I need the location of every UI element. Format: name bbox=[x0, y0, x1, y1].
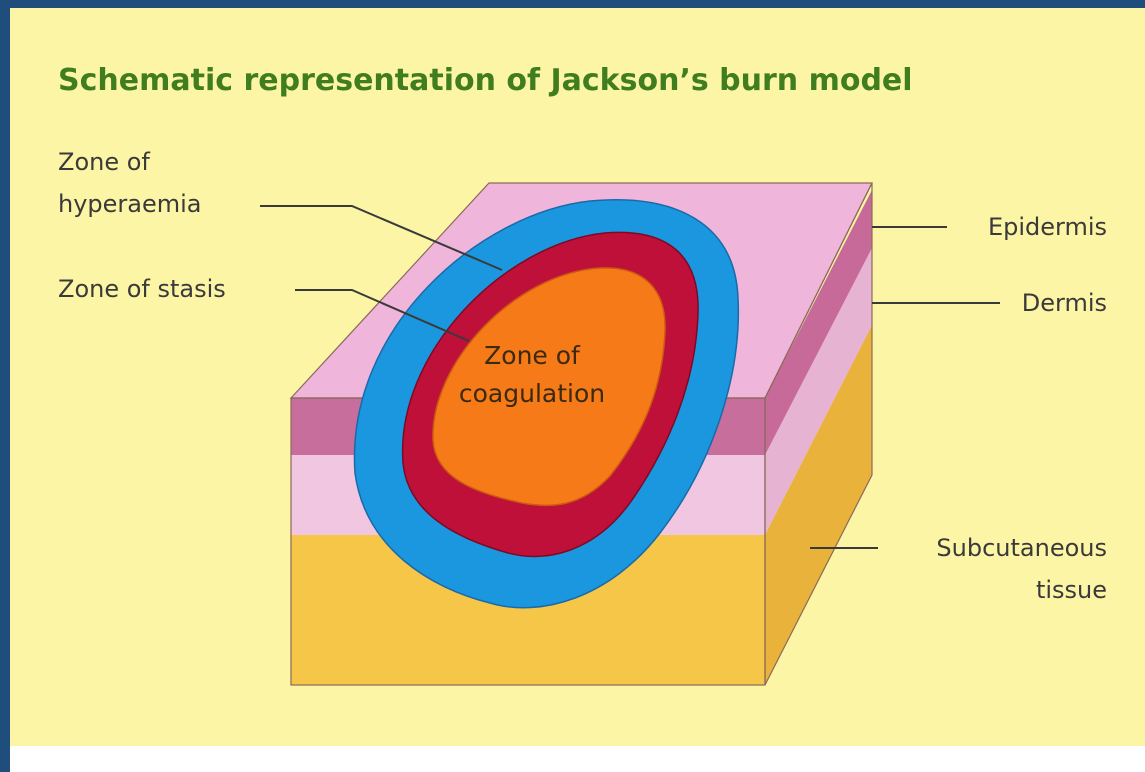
label-hyperaemia-line1: Zone of bbox=[58, 148, 150, 176]
label-coagulation-line1: Zone of bbox=[484, 341, 581, 370]
label-subcutaneous-line1: Subcutaneous bbox=[936, 534, 1107, 562]
label-dermis: Dermis bbox=[1022, 289, 1107, 317]
label-subcutaneous-line2: tissue bbox=[1036, 576, 1107, 604]
label-stasis: Zone of stasis bbox=[58, 275, 226, 303]
diagram-title: Schematic representation of Jackson’s bu… bbox=[58, 63, 913, 98]
burn-model-diagram: Schematic representation of Jackson’s bu… bbox=[10, 8, 1145, 746]
diagram-panel: Schematic representation of Jackson’s bu… bbox=[10, 8, 1145, 746]
label-epidermis: Epidermis bbox=[988, 213, 1107, 241]
label-hyperaemia-line2: hyperaemia bbox=[58, 190, 202, 218]
image-frame: Schematic representation of Jackson’s bu… bbox=[10, 8, 1145, 772]
label-coagulation-line2: coagulation bbox=[459, 379, 605, 408]
